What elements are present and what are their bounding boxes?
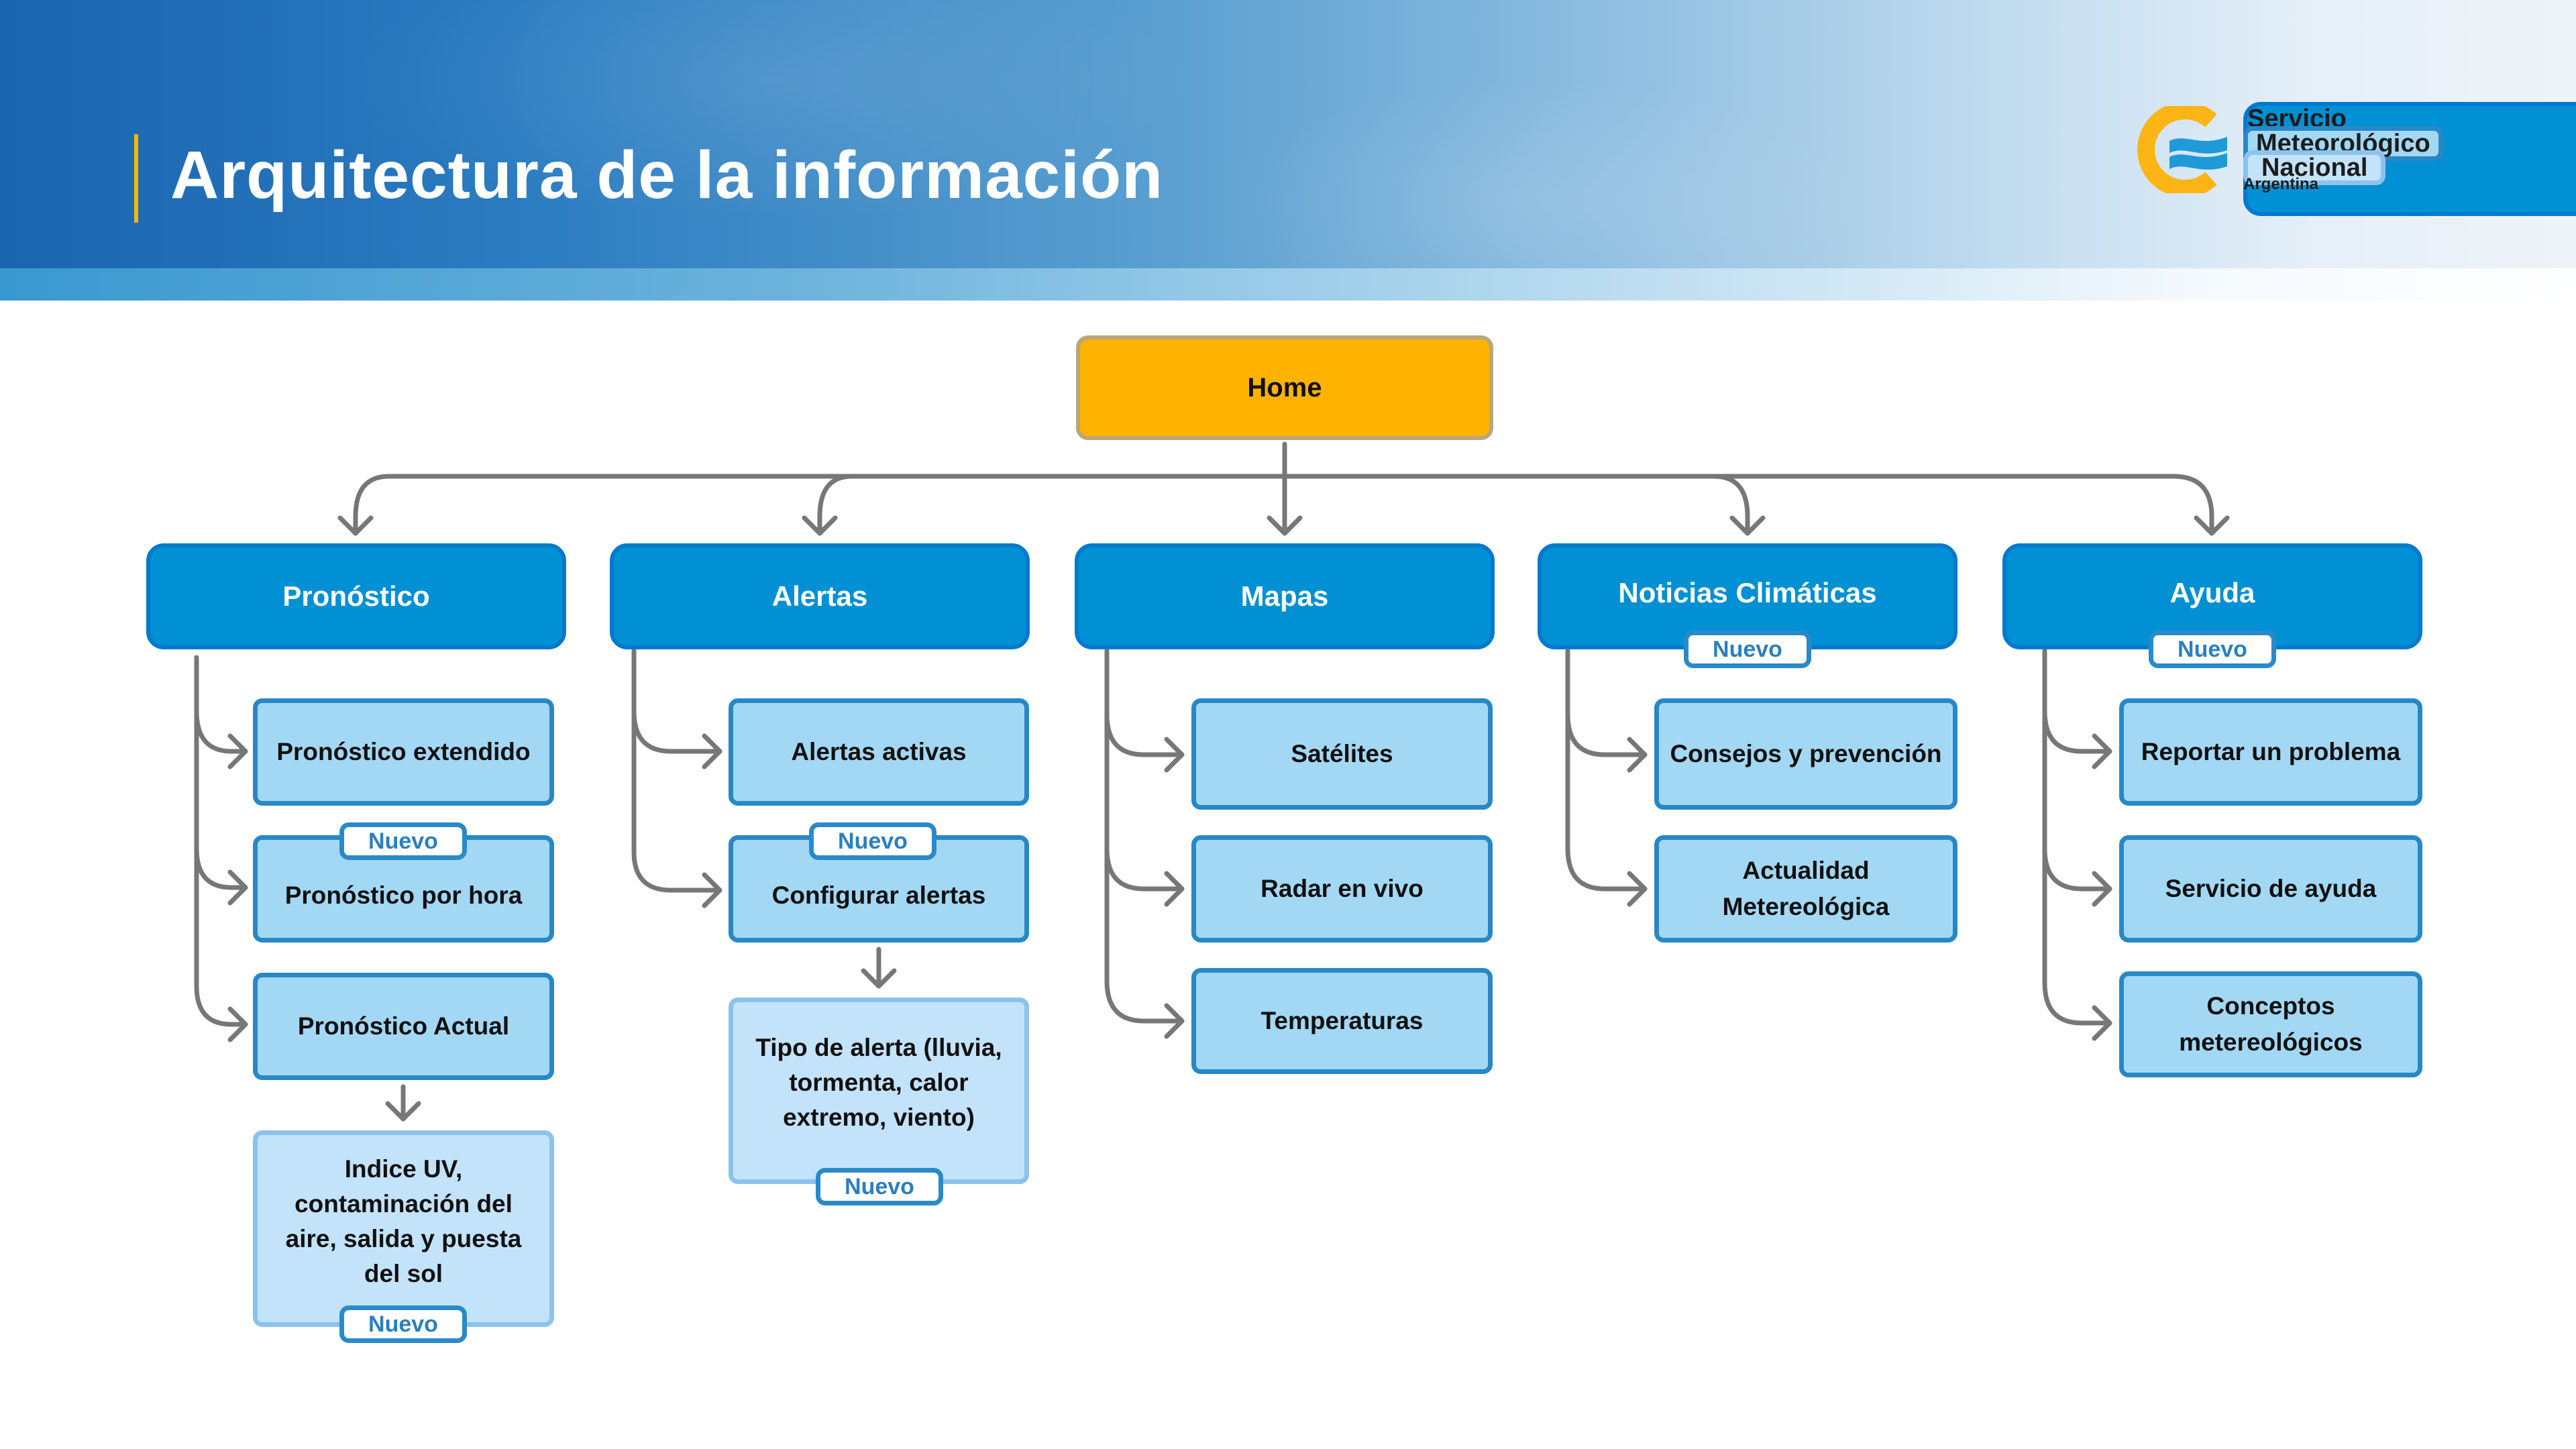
node-conceptos-metereologicos[interactable]: Conceptos metereológicos	[2119, 971, 2422, 1077]
connector-alertas	[817, 474, 855, 536]
node-reportar-problema[interactable]: Reportar un problema	[2119, 698, 2422, 806]
spine-alertas	[631, 648, 722, 893]
badge-nuevo: Nuevo	[339, 1305, 467, 1343]
node-temperaturas[interactable]: Temperaturas	[1191, 968, 1493, 1074]
badge-nuevo: Nuevo	[2149, 631, 2276, 668]
arrowhead-ayuda	[2194, 515, 2230, 536]
badge-nuevo: Nuevo	[339, 822, 467, 860]
node-pronostico-extendido[interactable]: Pronóstico extendido	[253, 698, 554, 806]
arrowhead-alertas	[802, 515, 838, 536]
logo-text-line4: Argentina	[2243, 175, 2319, 193]
spine-mapas	[1104, 648, 1185, 1024]
node-radar-en-vivo[interactable]: Radar en vivo	[1191, 835, 1493, 943]
node-pronostico[interactable]: Pronóstico	[146, 543, 566, 649]
arrowhead-noticias	[1729, 515, 1766, 536]
arrowhead-mapas	[1267, 515, 1303, 536]
node-servicio-de-ayuda[interactable]: Servicio de ayuda	[2119, 835, 2422, 943]
logo-text-line3: Nacional	[2243, 150, 2386, 185]
node-home[interactable]: Home	[1076, 335, 1493, 440]
header-stripe	[0, 268, 2576, 301]
node-satelites[interactable]: Satélites	[1191, 698, 1493, 810]
node-pronostico-actual[interactable]: Pronóstico Actual	[253, 973, 554, 1080]
node-mapas[interactable]: Mapas	[1075, 543, 1495, 649]
page-title: Arquitectura de la información	[170, 138, 1164, 213]
spine-ayuda	[2042, 648, 2112, 1026]
smn-logo: Servicio Meteorológico Nacional Argentin…	[2132, 102, 2576, 216]
node-indice-uv[interactable]: Indice UV, contaminación del aire, salid…	[253, 1130, 554, 1327]
node-consejos-prevencion[interactable]: Consejos y prevención	[1654, 698, 1957, 810]
node-actualidad-metereologica[interactable]: Actualidad Metereológica	[1654, 835, 1957, 943]
badge-nuevo: Nuevo	[816, 1168, 943, 1205]
spine-noticias	[1565, 648, 1648, 892]
connector-pronostico	[353, 474, 392, 536]
node-alertas-activas[interactable]: Alertas activas	[729, 698, 1029, 806]
connector-ayuda	[2171, 474, 2214, 536]
node-alertas[interactable]: Alertas	[610, 543, 1030, 649]
node-tipo-de-alerta[interactable]: Tipo de alerta (lluvia, tormenta, calor …	[729, 998, 1029, 1184]
badge-nuevo: Nuevo	[1684, 631, 1811, 668]
smn-logo-icon	[2137, 106, 2227, 193]
badge-nuevo: Nuevo	[809, 822, 936, 860]
spine-pronostico	[194, 655, 248, 1027]
title-accent-bar	[134, 134, 138, 223]
connector-noticias	[1711, 474, 1750, 536]
arrowhead-pronostico	[337, 515, 374, 536]
